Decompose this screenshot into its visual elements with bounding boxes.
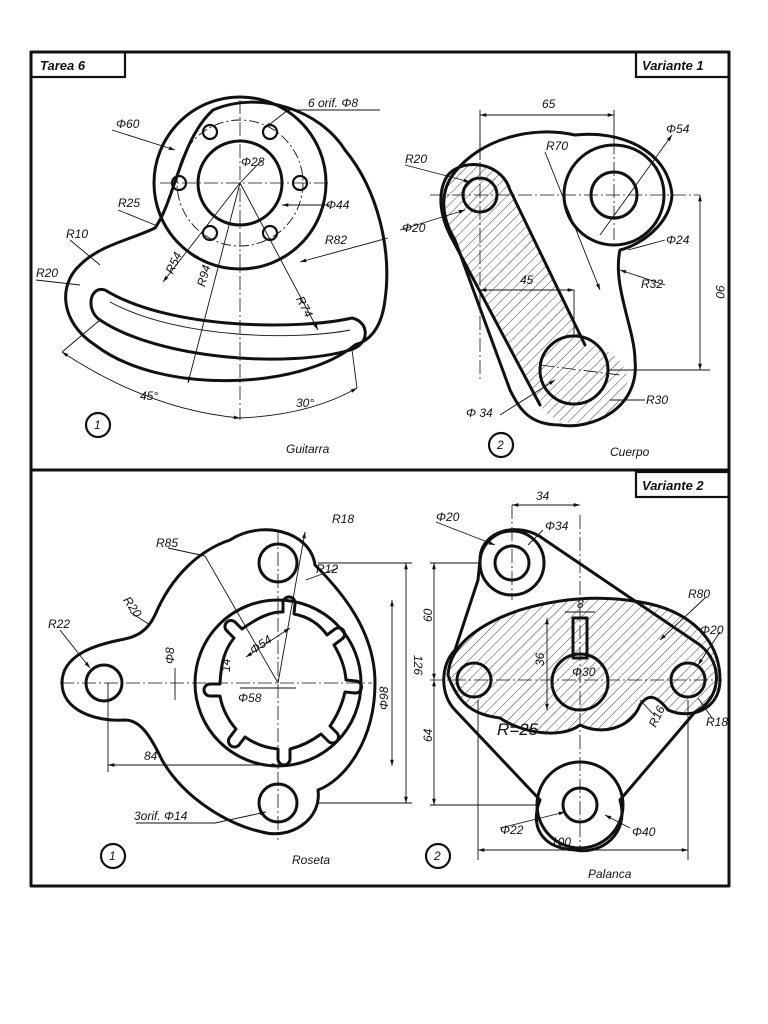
palanca-dim-r25: R=25 (497, 720, 539, 739)
palanca-dim-d60: 60 (421, 608, 435, 622)
guitarra-dim-r20: R20 (36, 266, 58, 280)
palanca-dim-d20a: Φ20 (436, 510, 460, 524)
guitarra-dim-a45: 45° (140, 389, 158, 403)
palanca-title: Palanca (588, 867, 632, 881)
palanca-dim-d40: Φ40 (632, 825, 656, 839)
palanca-dim-d22: Φ22 (500, 823, 524, 837)
guitarra-dim-holes: 6 orif. Φ8 (308, 96, 358, 110)
roseta-dim-r12: R12 (316, 562, 338, 576)
palanca-dim-d8: 8 (577, 597, 584, 611)
palanca-dim-d100: 100 (551, 835, 571, 849)
roseta-title: Roseta (292, 853, 330, 867)
guitarra-dim-r82: R82 (325, 233, 347, 247)
palanca-dim-d30: Φ30 (572, 665, 596, 679)
roseta-dim-holes: 3orif. Φ14 (134, 809, 188, 823)
roseta-dim-d58: Φ58 (238, 691, 262, 705)
palanca-dim-r18: R18 (706, 715, 728, 729)
roseta-dim-d8: Φ8 (163, 647, 177, 664)
guitarra-title: Guitarra (286, 442, 330, 456)
drawing-palanca (424, 503, 722, 870)
roseta-dim-r18: R18 (332, 512, 354, 526)
cuerpo-title: Cuerpo (610, 445, 650, 459)
roseta-dim-d14: 14 (219, 658, 233, 672)
roseta-dim-r85: R85 (156, 536, 178, 550)
palanca-dim-d64: 64 (421, 728, 435, 742)
roseta-dim-d84: 84 (144, 749, 158, 763)
cuerpo-dim-d90: 90 (713, 285, 727, 299)
variant2-label: Variante 2 (642, 478, 704, 493)
guitarra-dim-d44: Φ44 (326, 198, 350, 212)
palanca-dim-d34b: Φ34 (545, 519, 569, 533)
cuerpo-dim-r70: R70 (546, 139, 568, 153)
roseta-dim-d126: 126 (411, 655, 425, 675)
cuerpo-dim-d24: Φ24 (666, 233, 690, 247)
guitarra-dim-d60: Φ60 (116, 117, 140, 131)
cuerpo-dim-d34: Φ 34 (466, 406, 493, 420)
drawing-cuerpo (399, 110, 710, 459)
palanca-dim-r80: R80 (688, 587, 710, 601)
guitarra-dim-r74: R74 (293, 294, 316, 320)
cuerpo-dim-d65: 65 (542, 97, 556, 111)
cuerpo-dim-d45: 45 (520, 273, 534, 287)
guitarra-dim-d28: Φ28 (241, 155, 265, 169)
guitarra-dim-r54: R54 (163, 250, 185, 276)
cuerpo-dim-r32: R32 (641, 277, 663, 291)
roseta-dim-r20: R20 (120, 594, 144, 620)
palanca-dim-d36: 36 (533, 652, 547, 666)
variant1-label: Variante 1 (642, 58, 704, 73)
palanca-number: 2 (433, 849, 441, 863)
roseta-number: 1 (109, 849, 116, 863)
guitarra-dim-r25: R25 (118, 196, 140, 210)
cuerpo-dim-d54: Φ54 (666, 122, 690, 136)
sheet-frame (29, 50, 731, 888)
roseta-dim-d98: Φ98 (377, 686, 391, 710)
guitarra-number: 1 (94, 418, 101, 432)
guitarra-dim-a30: 30° (296, 396, 314, 410)
drawing-roseta (59, 528, 412, 870)
task-label: Tarea 6 (40, 58, 86, 73)
guitarra-dim-r94: R94 (194, 263, 213, 288)
cuerpo-dim-r20: R20 (405, 152, 427, 166)
guitarra-dim-r10: R10 (66, 227, 88, 241)
cuerpo-dim-r30: R30 (646, 393, 668, 407)
roseta-dim-r22: R22 (48, 617, 70, 631)
palanca-dim-d34: 34 (536, 489, 550, 503)
cuerpo-number: 2 (496, 438, 504, 452)
cuerpo-dim-d20: Φ20 (402, 221, 426, 235)
palanca-dim-d20b: Φ20 (700, 623, 724, 637)
drawing-guitarra (35, 95, 389, 439)
